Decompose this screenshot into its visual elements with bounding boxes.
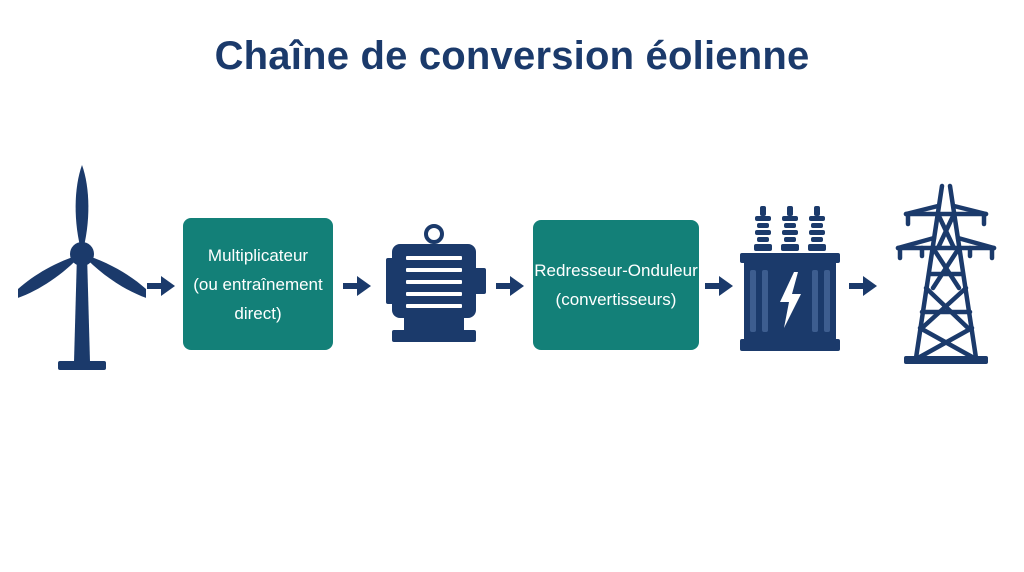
arrow-right-icon (849, 274, 879, 298)
arrow-right-icon (496, 274, 526, 298)
diagram-title: Chaîne de conversion éolienne (214, 34, 810, 78)
wind-turbine-icon (6, 162, 158, 380)
box-line: Multiplicateur (207, 245, 309, 265)
box-line: Redresseur-Onduleur (534, 261, 698, 280)
box-line: direct) (234, 303, 282, 323)
arrow-right-icon (705, 274, 735, 298)
box-line: (ou entraînement (193, 274, 323, 294)
transformer-icon (738, 204, 842, 354)
arrow-right-icon (343, 274, 373, 298)
generator-icon (380, 222, 492, 350)
power-pylon-icon (892, 182, 1000, 368)
box-line: (convertisseurs) (555, 290, 677, 309)
arrow-right-icon (147, 274, 177, 298)
converter-box: Redresseur-Onduleur (convertisseurs) (533, 220, 699, 350)
multiplier-box: Multiplicateur (ou entraînement direct) (183, 218, 333, 350)
